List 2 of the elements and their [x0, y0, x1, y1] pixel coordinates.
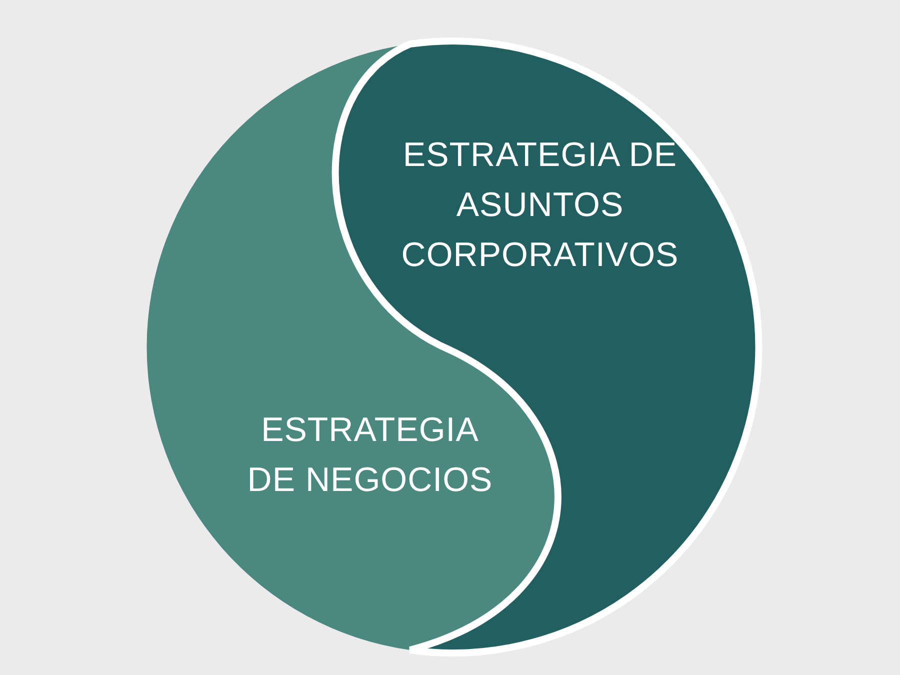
section-label: ESTRATEGIA DE NEGOCIOS: [246, 410, 494, 501]
section-label: ESTRATEGIA DE ASUNTOS CORPORATIVOS: [400, 135, 680, 276]
